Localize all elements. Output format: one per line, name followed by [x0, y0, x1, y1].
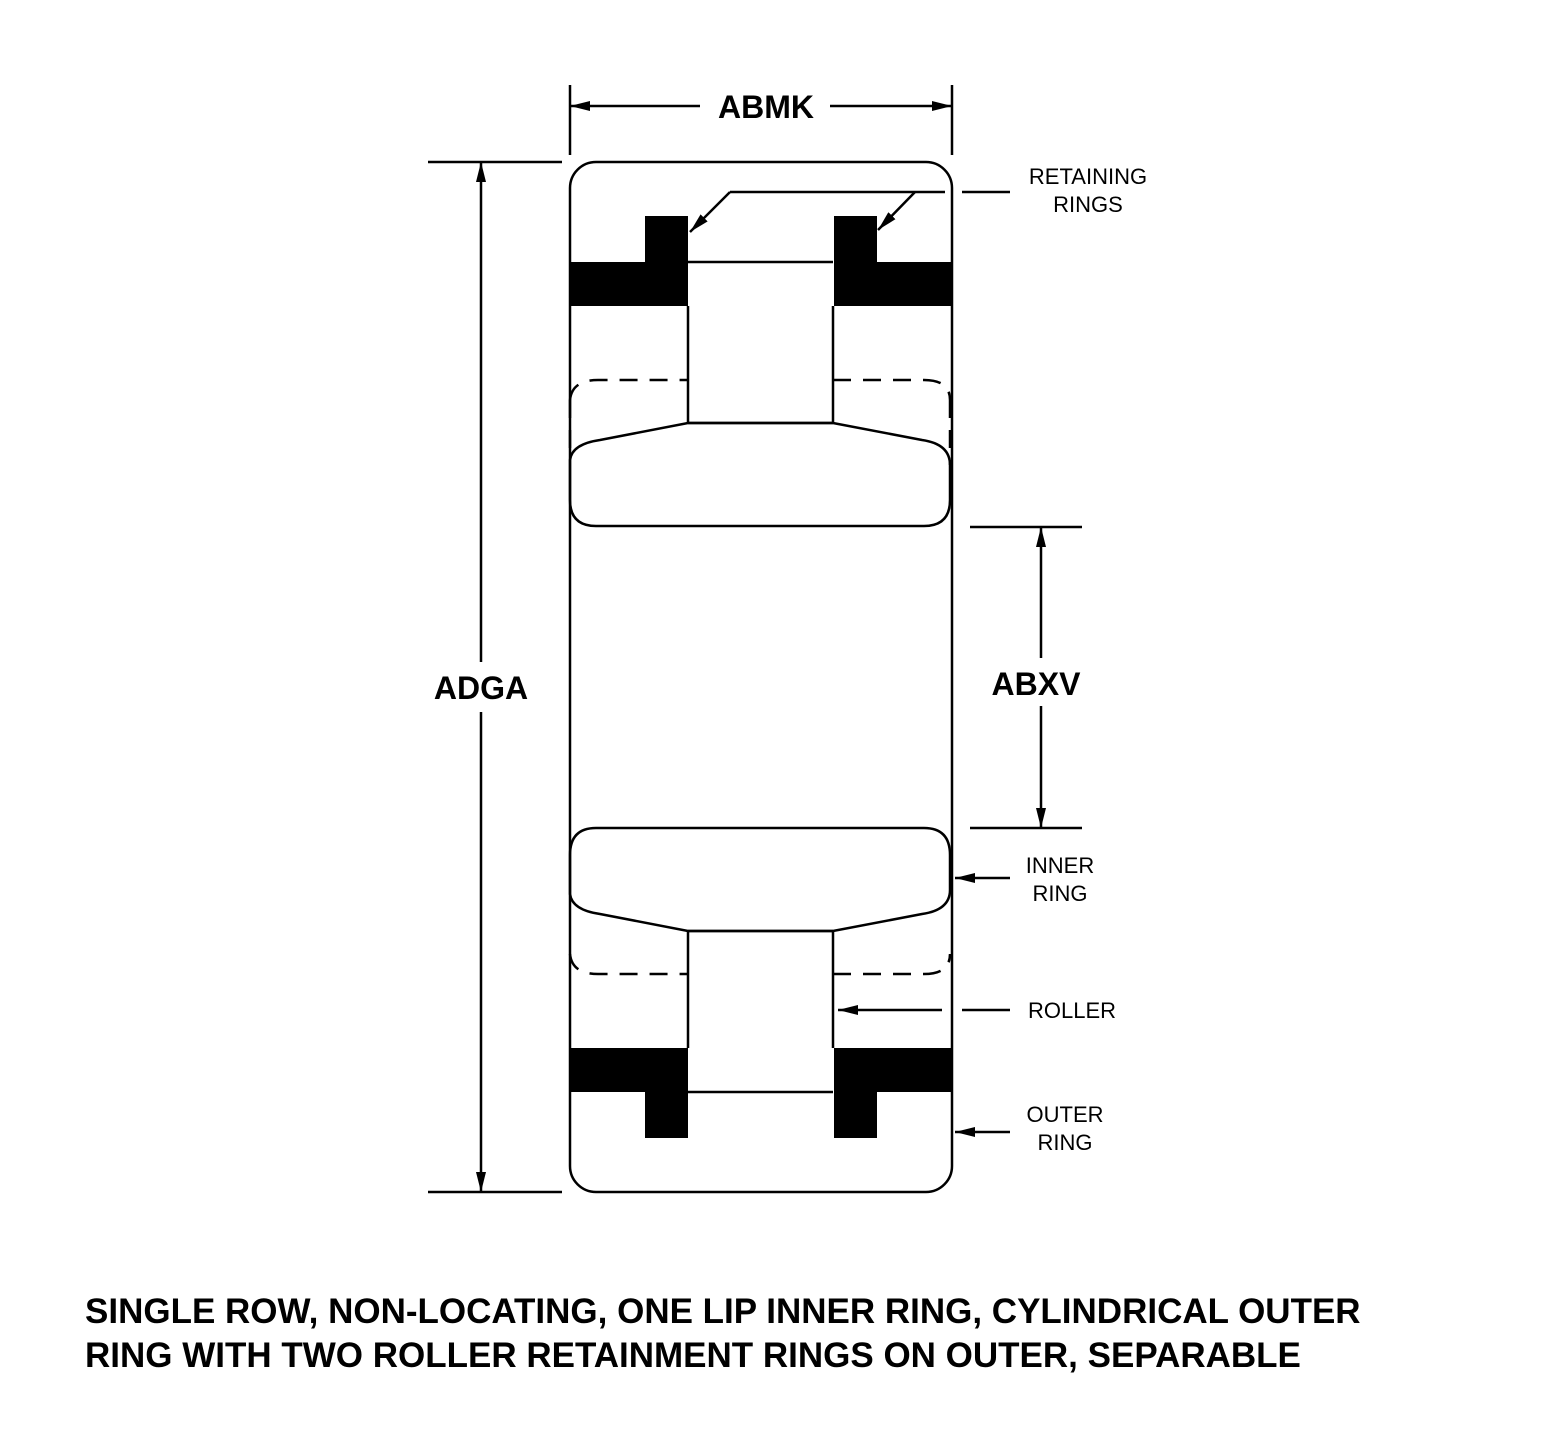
retaining-ring-top-right	[834, 216, 951, 306]
retaining-ring-bottom-right	[834, 1048, 951, 1138]
retaining-rings-label-line1: RETAINING	[1029, 164, 1147, 189]
inner-ring-label-line2: RING	[1033, 881, 1088, 906]
retaining-rings	[571, 216, 951, 1138]
diagram-caption: SINGLE ROW, NON-LOCATING, ONE LIP INNER …	[85, 1290, 1525, 1378]
caption-line-2: RING WITH TWO ROLLER RETAINMENT RINGS ON…	[85, 1336, 1301, 1375]
caption-line-1: SINGLE ROW, NON-LOCATING, ONE LIP INNER …	[85, 1292, 1361, 1331]
width-dimension-label: ABMK	[718, 89, 814, 125]
retaining-ring-bottom-left	[571, 1048, 688, 1138]
outer-envelope	[568, 160, 954, 1194]
inner-ring-top	[568, 421, 952, 528]
inner-ring-label-line1: INNER	[1026, 853, 1094, 878]
inner-ring-bottom	[568, 826, 952, 933]
retaining-ring-top-left	[571, 216, 688, 306]
outer-ring-label-line2: RING	[1038, 1130, 1093, 1155]
roller-label: ROLLER	[1028, 998, 1116, 1023]
retaining-rings-label-line2: RINGS	[1053, 192, 1123, 217]
outer-ring-label-line1: OUTER	[1027, 1102, 1104, 1127]
bore-dimension-label: ABXV	[992, 666, 1082, 702]
outer-diameter-label: ADGA	[434, 670, 528, 706]
